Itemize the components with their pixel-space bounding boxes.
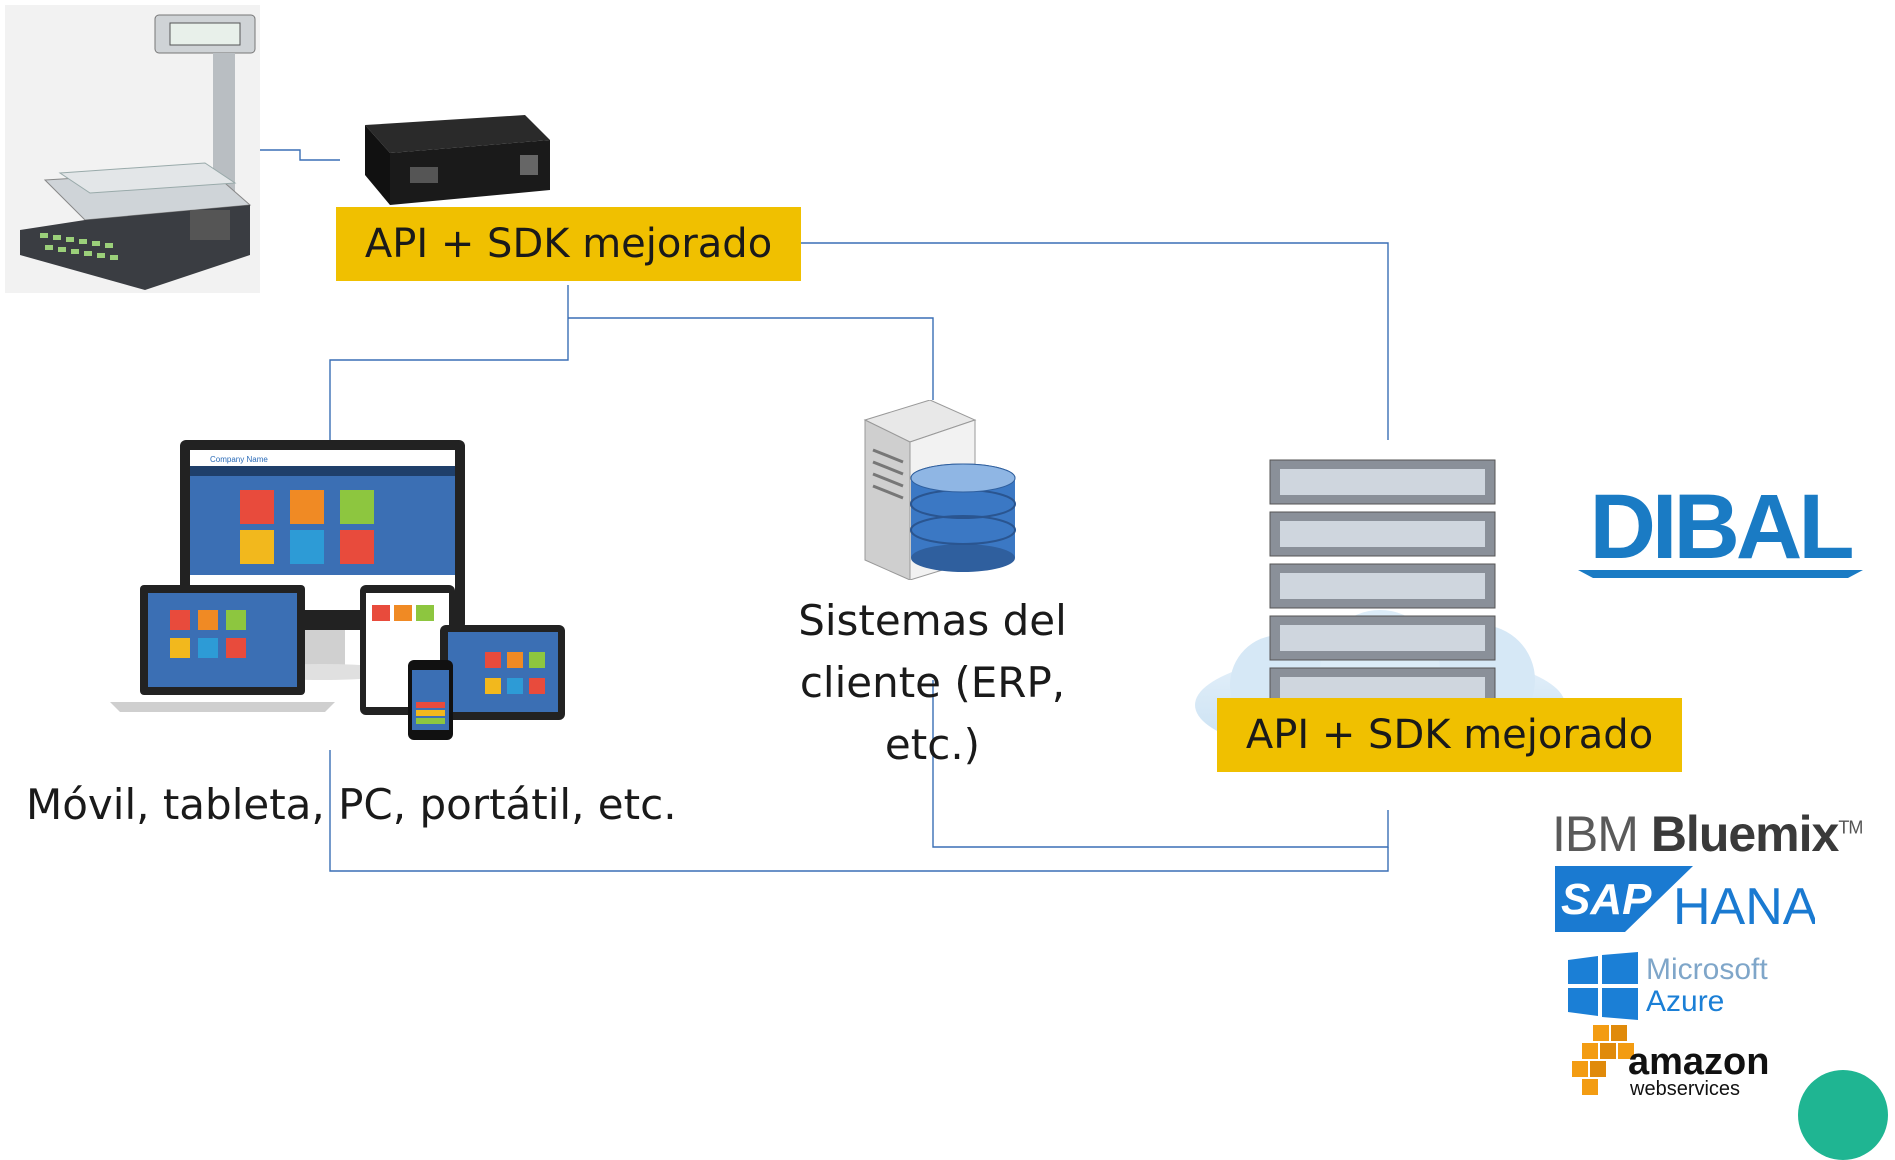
connector-lines [260,149,1389,872]
dibal-logo: DIBAL [1578,476,1863,590]
dibal-logo-text: DIBAL [1589,480,1852,578]
trademark-text: TM [1838,817,1863,838]
connector-devices-cloud [329,750,1389,872]
ibm-bluemix-logo: IBM BluemixTM [1552,805,1863,863]
connector-gateway-cloud [800,242,1389,440]
gateway-device-image [345,95,560,215]
ibm-text: IBM [1552,806,1639,862]
connector-scale-gateway [260,149,340,161]
amazon-web-services-logo: amazon webservices [1568,1025,1788,1099]
webservices-text: webservices [1630,1078,1741,1100]
microsoft-text: Microsoft [1646,953,1768,986]
weighing-scale-image [5,5,260,293]
windows-icon [1568,952,1638,1020]
bluemix-text: Bluemix [1650,806,1840,862]
teal-accent-circle [1798,1070,1888,1160]
amazon-text: amazon [1628,1041,1770,1083]
connector-gateway-client [568,317,934,400]
monitor-company-name: Company Name [210,455,268,464]
hana-text: HANA [1673,878,1815,936]
client-systems-label: Sistemas del cliente (ERP, etc.) [798,596,1067,769]
sap-text: SAP [1561,875,1652,924]
microsoft-azure-logo: Microsoft Azure [1568,952,1788,1022]
aws-cubes-icon [1572,1025,1634,1095]
cloud-api-sdk-label: API + SDK mejorado [1217,698,1682,772]
azure-text: Azure [1646,985,1725,1018]
client-server-database-icon [845,399,1020,581]
connector-client-cloud [932,680,1389,848]
connector-gateway-devices [329,318,569,440]
devices-label: Móvil, tableta, PC, portátil, etc. [26,780,677,829]
sap-hana-logo: SAP HANA [1555,866,1818,936]
devices-image: Company Name [110,440,565,740]
gateway-api-sdk-label: API + SDK mejorado [336,207,801,281]
